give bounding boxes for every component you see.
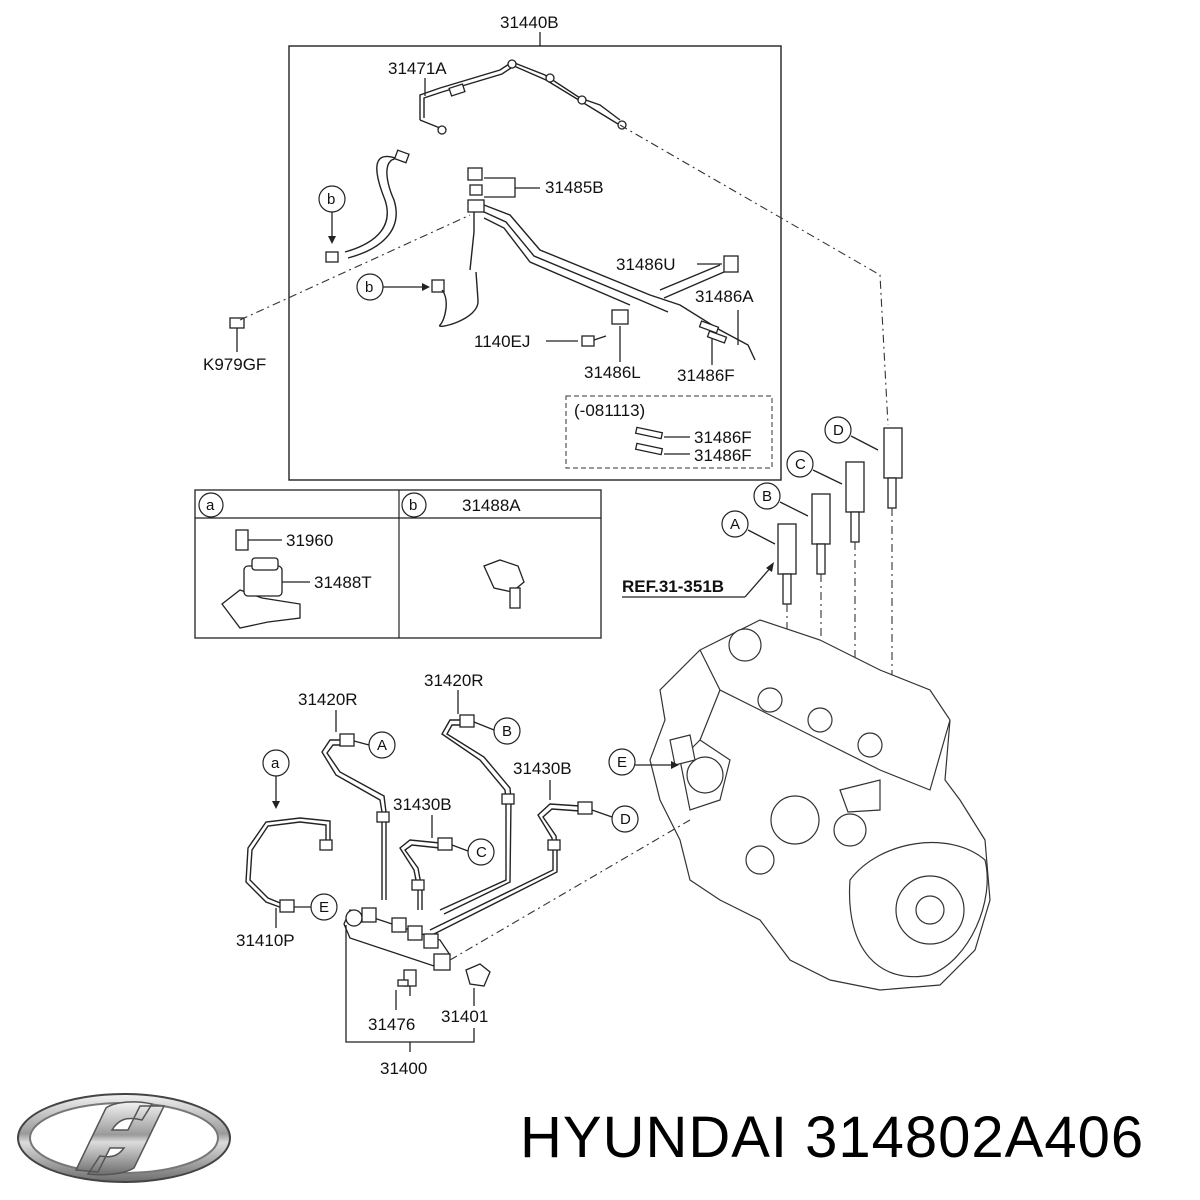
- part-label-31430B-D: 31430B: [513, 759, 572, 778]
- callout-A-injector: [721, 510, 749, 538]
- callout-C-rail: [467, 838, 495, 866]
- part-label-31485B: 31485B: [545, 178, 604, 197]
- callout-b-upper: b: [318, 185, 346, 213]
- engine-block: [649, 619, 991, 991]
- part-label-31486U: 31486U: [616, 255, 676, 274]
- injectors: D C B A REF.31-351B: [622, 416, 903, 700]
- callout-B-rail: [493, 717, 521, 745]
- svg-text:A: A: [377, 737, 387, 754]
- part-label-31440B: 31440B: [500, 13, 559, 32]
- table-part-31960: 31960: [286, 531, 333, 550]
- svg-text:B: B: [762, 488, 772, 505]
- part-label-31400: 31400: [380, 1059, 427, 1078]
- svg-text:b: b: [365, 279, 373, 296]
- part-label-31410P: 31410P: [236, 931, 295, 950]
- inset-date-box: [565, 395, 773, 469]
- callout-D-injector: [824, 416, 852, 444]
- table-part-31488T: 31488T: [314, 573, 372, 592]
- inset-date-range: (-081113): [574, 401, 645, 420]
- svg-text:a: a: [271, 755, 280, 772]
- ref-label: REF.31-351B: [622, 577, 724, 596]
- top-assembly-group: 31440B 31471A 31485B 31486U: [203, 13, 889, 481]
- svg-text:E: E: [319, 899, 329, 916]
- part-label-31401: 31401: [441, 1007, 488, 1026]
- fuel-rail-group: a 31410P E 31420R A 31420R B 3143: [236, 671, 691, 1078]
- part-label-31430B-C: 31430B: [393, 795, 452, 814]
- detail-table: a b 31488A 31960 31488T: [194, 489, 602, 639]
- part-label-1140EJ: 1140EJ: [474, 332, 530, 351]
- svg-text:a: a: [206, 497, 215, 514]
- part-label-31476: 31476: [368, 1015, 415, 1034]
- svg-text:B: B: [502, 723, 512, 740]
- svg-text:b: b: [327, 191, 335, 208]
- part-label-31471A: 31471A: [388, 59, 447, 78]
- part-label-31486L: 31486L: [584, 363, 641, 382]
- svg-text:D: D: [833, 422, 844, 439]
- top-assembly-frame: [288, 45, 782, 481]
- part-label-31420R-A: 31420R: [298, 690, 358, 709]
- table-key-b: [401, 492, 427, 518]
- svg-text:A: A: [730, 516, 740, 533]
- part-label-31420R-B: 31420R: [424, 671, 484, 690]
- table-key-a: [198, 492, 224, 518]
- svg-text:C: C: [476, 844, 487, 861]
- callout-D-rail: [611, 805, 639, 833]
- part-label-K979GF: K979GF: [203, 355, 266, 374]
- callout-B-injector: [753, 482, 781, 510]
- svg-text:b: b: [409, 497, 417, 514]
- brand-part-number: HYUNDAI 314802A406: [520, 1105, 1145, 1170]
- part-label-31486F-top: 31486F: [677, 366, 735, 385]
- callout-C-injector: [786, 450, 814, 478]
- hyundai-logo-icon: [14, 1090, 234, 1191]
- svg-text:C: C: [795, 456, 806, 473]
- callout-b-lower: b: [356, 273, 384, 301]
- part-label-31486A: 31486A: [695, 287, 754, 306]
- svg-text:E: E: [617, 754, 627, 771]
- inset-part-31486F-2: 31486F: [694, 446, 752, 465]
- callout-E-engine: [608, 748, 636, 776]
- inset-part-31486F-1: 31486F: [694, 428, 752, 447]
- table-part-31488A: 31488A: [462, 496, 521, 515]
- svg-text:D: D: [620, 811, 631, 828]
